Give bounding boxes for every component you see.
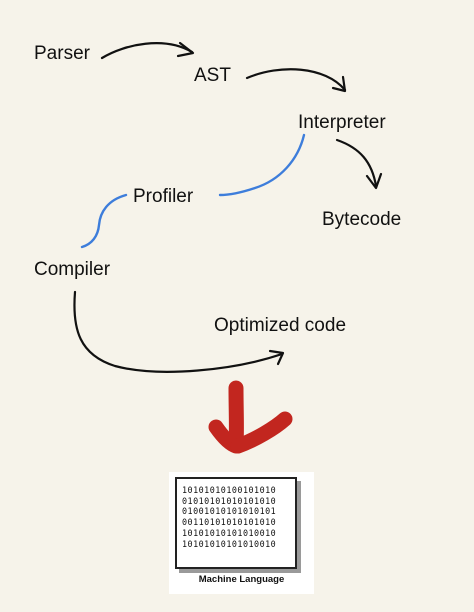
link-profiler-compiler	[80, 193, 128, 249]
link-interpreter-profiler	[218, 133, 306, 197]
binary-rows: 10101010100101010 01010101010101010 0100…	[182, 485, 276, 549]
binary-row: 01010101010101010	[182, 495, 277, 506]
arrow-compiler-to-optimized	[73, 290, 284, 373]
machine-language-image: 10101010100101010 01010101010101010 0100…	[169, 472, 314, 594]
node-ast: AST	[194, 65, 231, 86]
big-down-arrow-icon	[208, 380, 293, 454]
binary-panel: 10101010100101010 01010101010101010 0100…	[175, 477, 297, 569]
node-optimized-code: Optimized code	[214, 315, 347, 336]
arrowhead-interpreter-to-bytecode	[365, 172, 383, 190]
binary-row: 10101010100101010	[182, 485, 277, 495]
node-bytecode: Bytecode	[322, 209, 402, 230]
arrowhead-parser-to-ast	[176, 41, 195, 58]
arrowhead-compiler-to-optimized	[268, 349, 285, 366]
arrowhead-ast-to-interpreter	[331, 75, 347, 93]
binary-row: 10101010101010010	[182, 538, 277, 549]
node-profiler: Profiler	[133, 186, 194, 207]
binary-row: 00110101010101010	[182, 517, 277, 528]
machine-language-caption: Machine Language	[198, 574, 285, 585]
node-parser: Parser	[34, 43, 90, 64]
binary-row: 10101010101010010	[182, 527, 277, 538]
arrow-interpreter-to-bytecode	[335, 138, 378, 188]
binary-row: 01001010101010101	[182, 506, 277, 517]
node-compiler: Compiler	[34, 259, 111, 280]
node-interpreter: Interpreter	[298, 112, 386, 133]
arrow-parser-to-ast	[100, 42, 194, 60]
arrow-ast-to-interpreter	[245, 68, 347, 92]
